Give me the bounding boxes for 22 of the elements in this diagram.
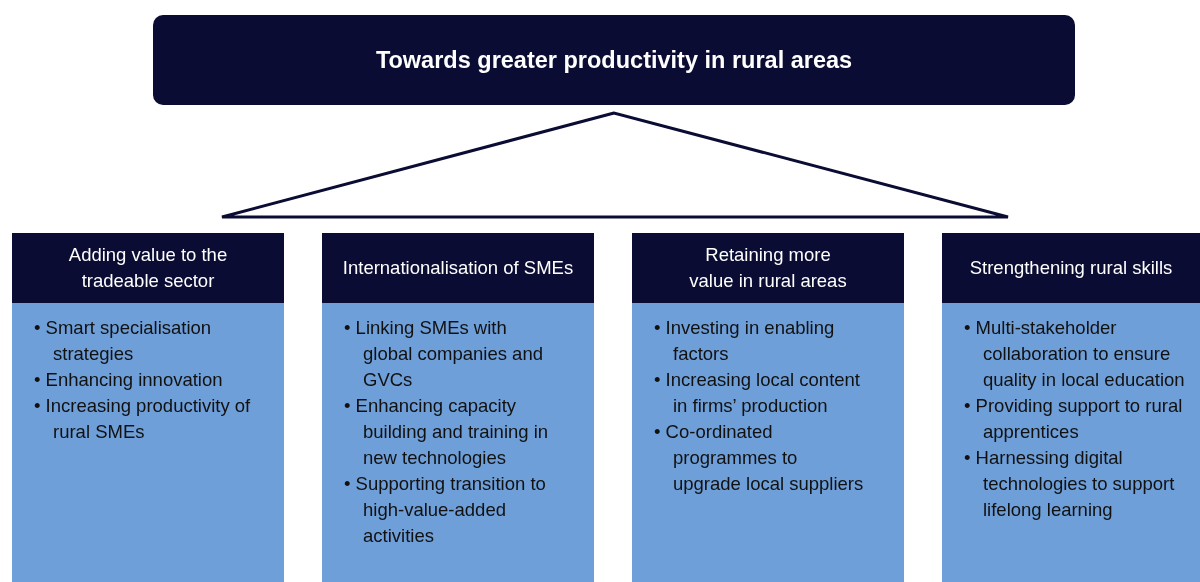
title-banner: Towards greater productivity in rural areas <box>153 15 1075 105</box>
bullet-item: • Harnessing digital technologies to support lifelong learning <box>963 446 1176 522</box>
column-panel <box>632 233 904 582</box>
bullet-item: • Co-ordinated programmes to upgrade local suppliers <box>653 420 864 496</box>
bullet-item: • Enhancing capacity building and training in new technologies <box>343 394 550 470</box>
bullet-item: • Linking SMEs with global companies and GVCs <box>343 316 544 392</box>
bullet-item: • Increasing productivity of rural SMEs <box>33 394 252 444</box>
bullet-item: • Providing support to rural apprentices <box>963 394 1184 444</box>
column-heading: Internationalisation of SMEs <box>322 233 594 303</box>
bullet-item: • Smart specialisation strategies <box>33 316 213 366</box>
bullet-item: • Increasing local content in firms’ production <box>653 368 861 418</box>
roof-triangle <box>220 111 1010 219</box>
column-panel <box>12 233 284 582</box>
bullet-item: • Supporting transition to high-value-added activities <box>343 472 547 548</box>
bullet-item: • Enhancing innovation <box>33 368 224 392</box>
column-panel <box>322 233 594 582</box>
bullet-item: • Multi-stakeholder collaboration to ensure quality in local education <box>963 316 1186 392</box>
bullet-item: • Investing in enabling factors <box>653 316 836 366</box>
column-heading: Adding value to the tradeable sector <box>12 233 284 303</box>
column-heading: Retaining more value in rural areas <box>632 233 904 303</box>
column-panel <box>942 233 1200 582</box>
column-heading: Strengthening rural skills <box>942 233 1200 303</box>
